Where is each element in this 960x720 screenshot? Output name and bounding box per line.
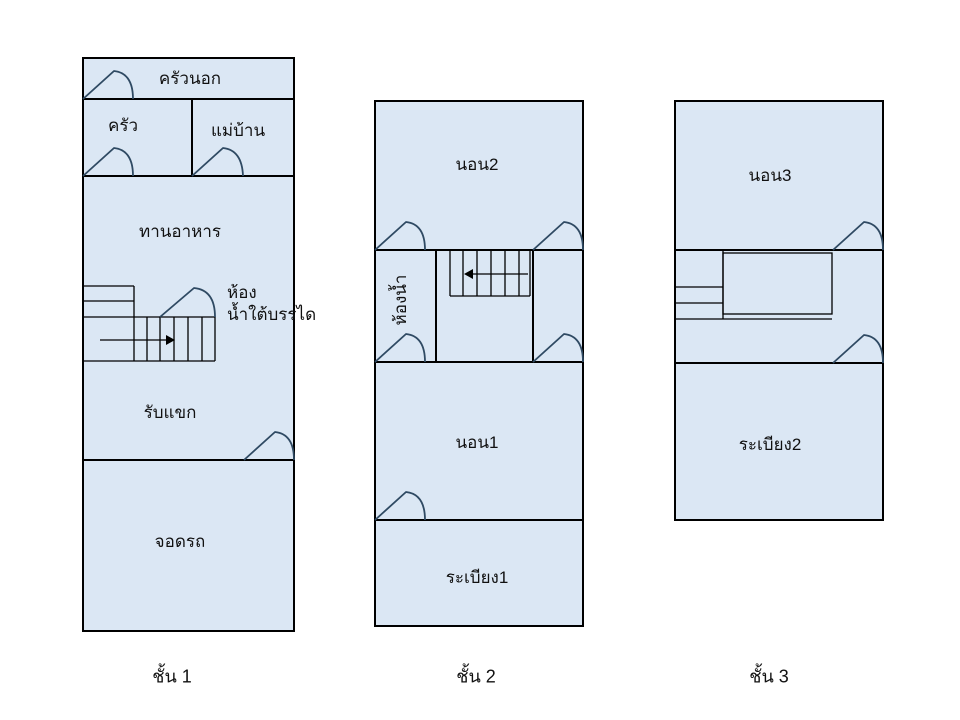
door-arc-bedroom2-left-icon <box>374 221 426 251</box>
room-label-balcony1: ระเบียง1 <box>445 568 509 587</box>
door-arc-bedroom2-right-icon <box>532 221 584 251</box>
floor2-walls-drawing <box>374 100 584 627</box>
floor2-stairs-icon <box>449 250 531 297</box>
floor1-outer-wall <box>82 57 295 632</box>
floor2-outer-wall <box>374 100 584 627</box>
room-label-bath-under-stairs-line1: ห้อง <box>227 283 257 302</box>
stair-up-arrow-icon <box>100 335 175 345</box>
door-arc-bedroom1-icon <box>374 491 426 521</box>
room-label-balcony2: ระเบียง2 <box>738 435 802 454</box>
room-label-bathroom: ห้องน้ำ <box>391 274 410 326</box>
floor3-walls-drawing <box>674 100 884 521</box>
floor3-stairwell-icon <box>674 250 833 320</box>
room-label-parking: จอดรถ <box>154 532 206 551</box>
stair-down-arrow-icon <box>464 269 528 279</box>
door-arc-outdoor-kitchen-icon <box>82 70 134 100</box>
room-label-bath-under-stairs-line2: น้ำใต้บรรได <box>227 305 317 324</box>
floor3-outer-wall <box>674 100 884 521</box>
floor1-caption: ชั้น 1 <box>152 666 192 687</box>
door-arc-balcony2-icon <box>832 334 884 364</box>
room-label-kitchen: ครัว <box>107 116 139 135</box>
room-label-bedroom2: นอน2 <box>455 155 499 174</box>
door-arc-living-room-icon <box>243 431 295 461</box>
floor1-walls-drawing <box>82 57 295 632</box>
door-arc-bathroom-icon <box>374 333 426 363</box>
floor3-plan: นอน3 ระเบียง2 <box>674 100 884 521</box>
room-label-bedroom1: นอน1 <box>455 433 499 452</box>
room-label-maid-room: แม่บ้าน <box>210 121 266 140</box>
room-label-dining: ทานอาหาร <box>138 222 222 241</box>
room-label-bedroom3: นอน3 <box>748 166 792 185</box>
door-arc-under-stair-bath-icon <box>159 287 216 318</box>
door-arc-stairhall-icon <box>532 333 584 363</box>
floor2-plan: นอน2 ห้องน้ำ นอน1 ระเบียง1 <box>374 100 584 627</box>
door-arc-kitchen-icon <box>82 147 134 177</box>
door-arc-bedroom3-icon <box>832 221 884 251</box>
floor1-plan: ครัวนอก ครัว แม่บ้าน ทานอาหาร ห้อง น้ำใต… <box>82 57 316 632</box>
room-label-outdoor-kitchen: ครัวนอก <box>158 69 222 88</box>
floor1-stairs-icon <box>82 285 216 362</box>
room-label-living-room: รับแขก <box>143 403 197 422</box>
room-label-bath-under-stairs: ห้อง น้ำใต้บรรได <box>227 282 316 326</box>
stairwell-void <box>722 252 833 315</box>
door-arc-maid-room-icon <box>191 147 244 177</box>
floor3-caption: ชั้น 3 <box>749 666 789 687</box>
floor2-caption: ชั้น 2 <box>456 666 496 687</box>
